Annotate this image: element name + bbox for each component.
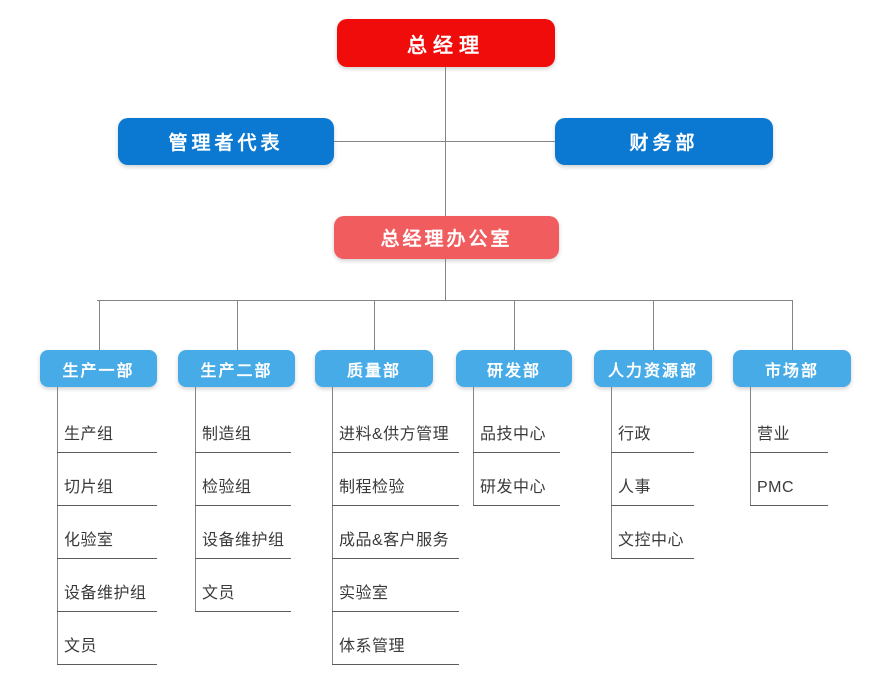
connector-line — [473, 387, 474, 506]
node-label: 总经理 — [407, 34, 485, 57]
connector-line — [374, 300, 375, 350]
node-label: 财务部 — [629, 133, 699, 154]
department-node: 市场部 — [733, 350, 851, 387]
department-node: 研发部 — [456, 350, 572, 387]
department-node: 生产二部 — [178, 350, 295, 387]
connector-line — [99, 300, 100, 350]
node-label: 总经理办公室 — [380, 229, 513, 250]
org-list-item: 品技中心 — [473, 419, 560, 453]
org-list-item: 制程检验 — [332, 472, 459, 506]
org-list-item: 制造组 — [195, 419, 291, 453]
org-list-item: 文控中心 — [611, 525, 694, 559]
org-list-item: 文员 — [57, 631, 157, 665]
node-finance-department: 财务部 — [555, 118, 773, 165]
connector-line — [332, 387, 333, 665]
org-list-item: 文员 — [195, 578, 291, 612]
connector-line — [57, 387, 58, 665]
department-label: 质量部 — [346, 362, 401, 380]
node-label: 管理者代表 — [168, 133, 284, 154]
connector-line — [611, 387, 612, 559]
connector-line — [653, 300, 654, 350]
org-list-item: 研发中心 — [473, 472, 560, 506]
connector-line — [237, 300, 238, 350]
org-list-item: 切片组 — [57, 472, 157, 506]
connector-line — [514, 300, 515, 350]
org-list-item: PMC — [750, 472, 828, 506]
connector-line — [792, 300, 793, 350]
connector-line — [97, 300, 793, 301]
connector-line — [445, 259, 446, 301]
department-label: 研发部 — [486, 362, 541, 380]
node-management-representative: 管理者代表 — [118, 118, 334, 165]
org-list-item: 人事 — [611, 472, 694, 506]
department-label: 生产二部 — [200, 362, 273, 380]
org-list-item: 行政 — [611, 419, 694, 453]
org-list-item: 成品&客户服务 — [332, 525, 459, 559]
connector-line — [195, 387, 196, 612]
node-gm-office: 总经理办公室 — [334, 216, 559, 259]
org-list-item: 体系管理 — [332, 631, 459, 665]
department-node: 质量部 — [315, 350, 433, 387]
org-list-item: 设备维护组 — [195, 525, 291, 559]
org-list-item: 化验室 — [57, 525, 157, 559]
org-list-item: 进料&供方管理 — [332, 419, 459, 453]
department-node: 人力资源部 — [594, 350, 712, 387]
connector-line — [750, 387, 751, 506]
connector-line — [334, 141, 555, 142]
org-list-item: 设备维护组 — [57, 578, 157, 612]
department-label: 生产一部 — [62, 362, 135, 380]
department-label: 人力资源部 — [607, 362, 698, 380]
org-list-item: 营业 — [750, 419, 828, 453]
org-list-item: 检验组 — [195, 472, 291, 506]
org-list-item: 生产组 — [57, 419, 157, 453]
department-label: 市场部 — [764, 362, 819, 380]
org-list-item: 实验室 — [332, 578, 459, 612]
node-general-manager: 总经理 — [337, 19, 555, 67]
department-node: 生产一部 — [40, 350, 157, 387]
